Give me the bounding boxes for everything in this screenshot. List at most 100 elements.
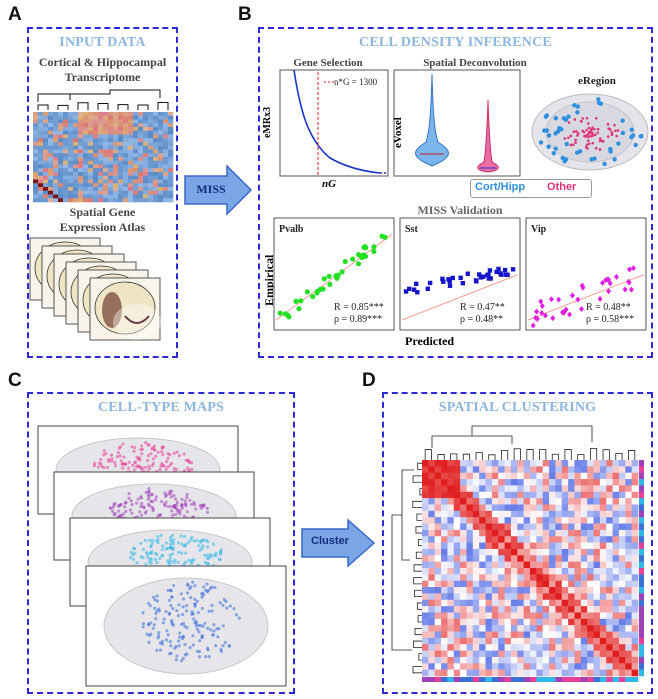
vip-point bbox=[548, 296, 554, 303]
cort-region-dot bbox=[633, 142, 638, 148]
sst-point bbox=[415, 290, 420, 295]
left-dendrogram bbox=[391, 462, 422, 674]
vip-point bbox=[579, 306, 585, 313]
vip-point bbox=[613, 273, 619, 280]
cort-region-dot bbox=[543, 114, 549, 119]
other-region-dot bbox=[601, 140, 605, 143]
pvalb-point bbox=[371, 248, 377, 255]
pvalb-point bbox=[350, 256, 356, 262]
pvalb-point bbox=[304, 289, 310, 295]
cort-region-dot bbox=[544, 128, 550, 133]
sst-point bbox=[510, 267, 516, 272]
other-region-dot bbox=[587, 126, 591, 130]
validation-plot-name: Pvalb bbox=[279, 224, 304, 235]
spatial-clustering-heatmap bbox=[391, 425, 644, 682]
other-region-dot bbox=[569, 143, 573, 147]
vip-point bbox=[606, 288, 612, 295]
panel-d-title: SPATIAL CLUSTERING bbox=[438, 400, 597, 415]
cort-region-dot bbox=[560, 155, 565, 161]
cluster-color-bars bbox=[422, 460, 644, 682]
atlas-front-slice bbox=[113, 304, 161, 340]
pvalb-point bbox=[339, 269, 345, 275]
validation-r: R = 0.85*** bbox=[334, 302, 384, 313]
gene-selection-plot bbox=[279, 69, 389, 177]
other-region-dot bbox=[584, 145, 588, 149]
x-predicted-label: Predicted bbox=[405, 334, 455, 348]
pvalb-point bbox=[286, 314, 292, 320]
vip-point bbox=[539, 310, 545, 317]
cort-region-dot bbox=[608, 146, 613, 152]
pvalb-point bbox=[310, 293, 316, 300]
cort-region-dot bbox=[620, 118, 625, 123]
vip-point bbox=[626, 278, 632, 285]
other-region-dot bbox=[606, 135, 610, 138]
panel-letter-b: B bbox=[238, 4, 252, 25]
sst-point bbox=[458, 275, 463, 281]
other-region-dot bbox=[589, 134, 593, 138]
vip-point bbox=[580, 284, 586, 291]
other-region-dot bbox=[584, 135, 587, 138]
pvalb-point bbox=[298, 298, 304, 304]
sst-point bbox=[496, 266, 501, 272]
top-dendrogram bbox=[424, 425, 636, 460]
vip-point bbox=[622, 286, 628, 293]
other-region-dot bbox=[615, 134, 618, 138]
panel-b-title: CELL DENSITY INFERENCE bbox=[359, 35, 552, 50]
cort-region-dot bbox=[629, 127, 634, 132]
vip-point bbox=[575, 296, 581, 303]
sst-point bbox=[481, 274, 486, 279]
other-region-dot bbox=[585, 143, 589, 146]
cort-region-dot bbox=[575, 110, 580, 115]
sst-point bbox=[450, 275, 455, 281]
sst-point bbox=[503, 272, 509, 277]
other-region-dot bbox=[608, 128, 612, 131]
sst-point bbox=[425, 286, 430, 291]
atlas-slice bbox=[89, 277, 161, 341]
panel-letter-a: A bbox=[8, 4, 22, 25]
legend-cort: Cort/Hipp bbox=[475, 181, 526, 193]
cort-region-dot bbox=[564, 141, 569, 147]
sst-point bbox=[407, 286, 412, 292]
cort-region-dot bbox=[546, 133, 552, 138]
cort-region-dot bbox=[616, 141, 621, 146]
pvalb-point bbox=[320, 286, 326, 292]
gene-selection-label: Gene Selection bbox=[293, 57, 363, 69]
sst-point bbox=[494, 269, 499, 275]
sst-point bbox=[413, 281, 419, 287]
vip-point bbox=[569, 292, 575, 299]
pvalb-point bbox=[282, 311, 289, 317]
cort-region-dot bbox=[596, 100, 602, 106]
pvalb-point bbox=[293, 298, 299, 304]
other-region-dot bbox=[571, 143, 575, 147]
cort-region-dot bbox=[629, 135, 634, 140]
other-region-dot bbox=[591, 134, 595, 137]
other-region-dot bbox=[596, 131, 600, 135]
validation-rho: ρ = 0.48** bbox=[460, 314, 503, 325]
panel-letter-d: D bbox=[362, 370, 376, 391]
cell-type-map-4 bbox=[85, 565, 287, 687]
other-region-dot bbox=[598, 137, 602, 140]
panel-d-box bbox=[382, 392, 653, 694]
vip-point bbox=[606, 276, 612, 283]
vip-point bbox=[539, 302, 545, 309]
sst-point bbox=[441, 279, 446, 284]
vip-point bbox=[530, 322, 536, 329]
pvalb-point bbox=[321, 276, 327, 282]
other-region-dot bbox=[575, 130, 578, 133]
vip-point bbox=[600, 279, 606, 286]
cort-region-dot bbox=[596, 97, 601, 102]
pvalb-point bbox=[335, 272, 341, 278]
pvalb-point bbox=[363, 245, 369, 251]
other-region-dot bbox=[598, 148, 602, 151]
other-region-dot bbox=[594, 117, 598, 120]
vip-point bbox=[597, 295, 603, 302]
validation-plot-name: Sst bbox=[405, 224, 418, 235]
other-region-dot bbox=[563, 137, 567, 140]
other-region-dot bbox=[610, 130, 614, 134]
other-region-dot bbox=[598, 139, 602, 143]
cell-type-maps bbox=[37, 425, 287, 687]
vip-point bbox=[542, 312, 548, 319]
vip-point bbox=[560, 309, 566, 316]
other-region-dot bbox=[569, 134, 573, 138]
